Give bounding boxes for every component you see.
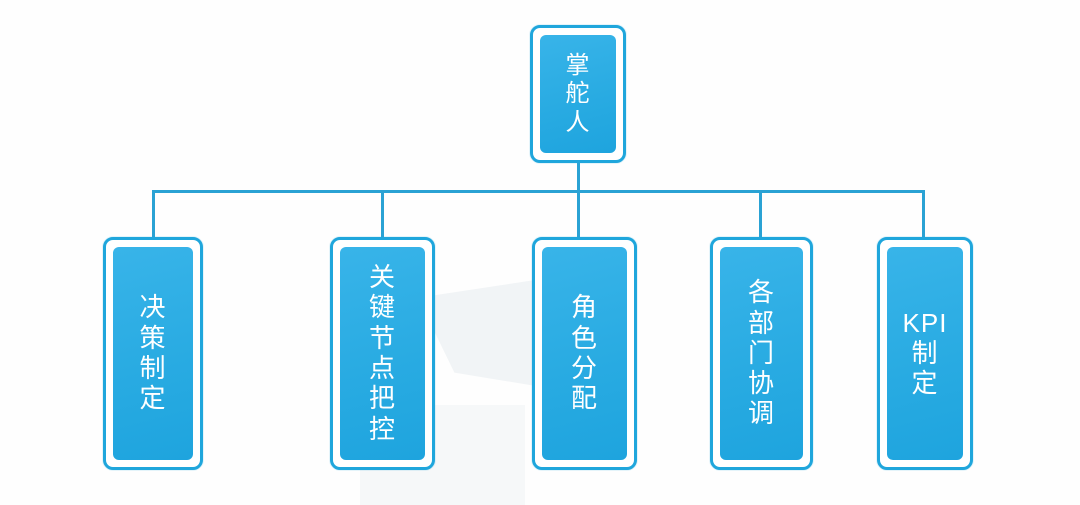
- node-label-line: KPI: [902, 307, 948, 338]
- node-role-assignment-body: 角 色 分 配: [542, 247, 627, 460]
- node-label-line: 制: [139, 353, 167, 383]
- node-helmsman: 掌 舵 人: [530, 25, 626, 163]
- node-label-line: 键: [368, 292, 396, 323]
- node-helmsman-body: 掌 舵 人: [540, 35, 616, 153]
- node-label-line: 门: [747, 337, 775, 368]
- node-label-line: 决: [139, 292, 167, 323]
- connector-horizontal: [152, 190, 925, 193]
- node-label-line: 角: [570, 292, 598, 323]
- node-kpi-setting-body: KPI 制 定: [887, 247, 963, 460]
- node-label-line: 舵: [565, 80, 591, 108]
- node-label-line: 协: [747, 368, 775, 399]
- node-label-line: 关: [368, 262, 396, 293]
- connector-drop-key-milestone-control: [381, 190, 384, 237]
- node-department-coordination: 各 部 门 协 调: [710, 237, 813, 470]
- node-label-line: 配: [570, 383, 598, 414]
- node-label-line: 定: [911, 368, 939, 399]
- node-label-line: 制: [911, 337, 939, 368]
- node-label-line: 色: [570, 322, 598, 353]
- node-label-line: 人: [565, 108, 591, 136]
- connector-drop-decision-making: [152, 190, 155, 237]
- connector-drop-kpi-setting: [922, 190, 925, 237]
- node-label-line: 节: [368, 322, 396, 353]
- background-watermark: [418, 278, 548, 388]
- node-kpi-setting: KPI 制 定: [877, 237, 973, 470]
- node-label-line: 控: [368, 413, 396, 444]
- node-key-milestone-control: 关 键 节 点 把 控: [330, 237, 435, 470]
- node-label-line: 调: [747, 398, 775, 429]
- node-label-line: 点: [368, 353, 396, 383]
- node-role-assignment: 角 色 分 配: [532, 237, 637, 470]
- node-label-line: 部: [747, 307, 775, 338]
- node-label-line: 掌: [565, 52, 591, 80]
- node-label-line: 分: [570, 353, 598, 383]
- connector-drop-department-coordination: [759, 190, 762, 237]
- connector-stem-root-to-role-assignment: [577, 162, 580, 237]
- node-decision-making: 决 策 制 定: [103, 237, 203, 470]
- node-label-line: 把: [368, 383, 396, 414]
- node-label-line: 定: [139, 383, 167, 414]
- node-key-milestone-control-body: 关 键 节 点 把 控: [340, 247, 425, 460]
- node-label-line: 各: [747, 277, 775, 308]
- node-decision-making-body: 决 策 制 定: [113, 247, 193, 460]
- node-department-coordination-body: 各 部 门 协 调: [720, 247, 803, 460]
- node-label-line: 策: [139, 322, 167, 353]
